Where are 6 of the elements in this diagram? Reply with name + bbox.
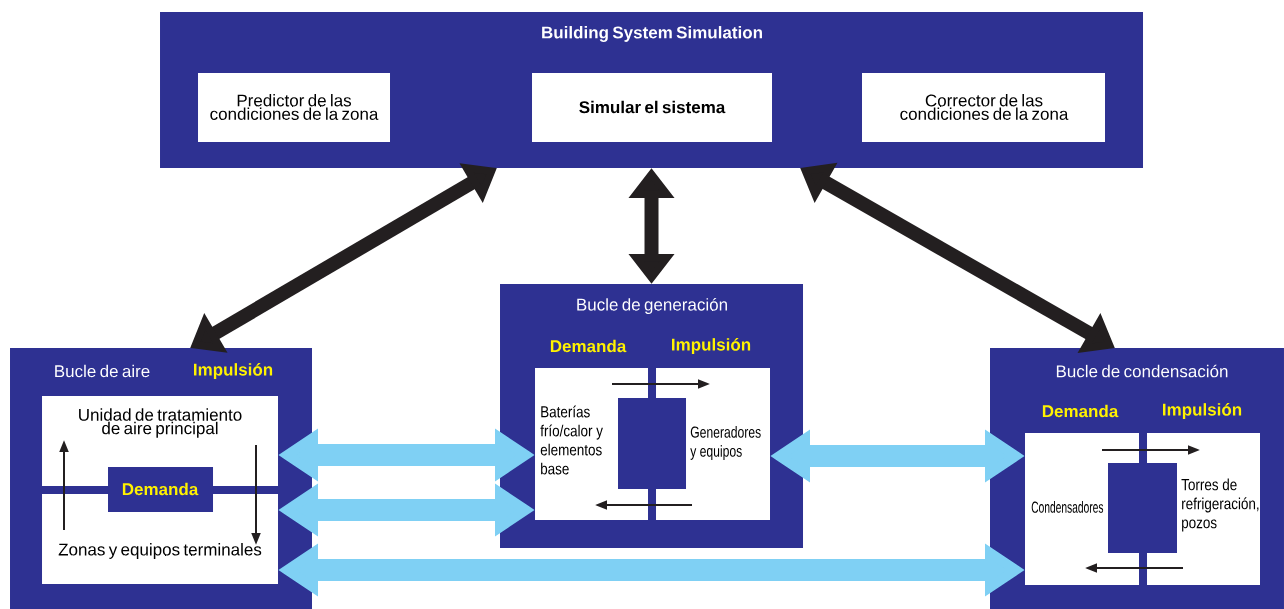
block xyxy=(618,398,686,489)
text-box: Simular el sistema xyxy=(532,73,772,142)
block xyxy=(1108,463,1177,553)
text-box: Corrector de las condiciones de la zona xyxy=(862,73,1105,142)
text-box: Predictor de las condiciones de la zona xyxy=(198,73,390,142)
label-box: Demanda xyxy=(108,467,213,512)
